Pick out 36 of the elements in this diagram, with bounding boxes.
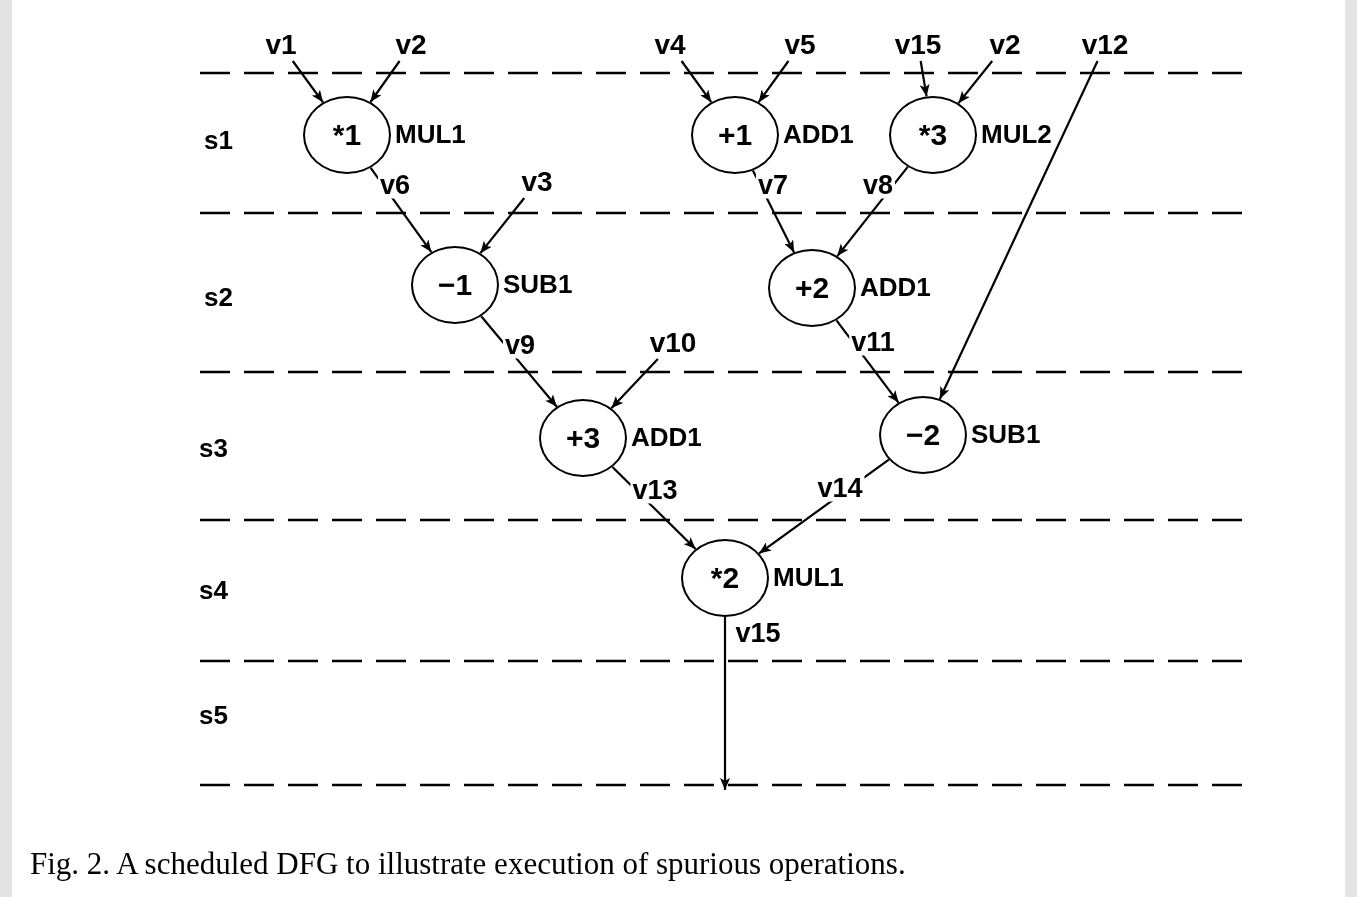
input-variable-label: v15 [894,31,942,59]
arrow [836,166,909,257]
arrow [938,60,1099,400]
functional-unit-label: SUB1 [971,421,1041,447]
functional-unit-label: MUL1 [773,564,844,590]
stage-label: s1 [204,127,233,153]
arrow [479,197,526,254]
arrow [680,60,713,103]
arrow [957,60,994,104]
functional-unit-label: ADD1 [783,121,854,147]
input-variable-label: v3 [521,168,553,196]
input-variable-label: v4 [654,31,686,59]
edge-label: v14 [815,474,865,502]
input-variable-label: v2 [395,31,427,59]
figure-caption: Fig. 2. A scheduled DFG to illustrate execution of spurious operations. [30,846,906,882]
stage-label: s2 [204,284,233,310]
functional-unit-label: MUL2 [981,121,1052,147]
input-variable-label: v10 [649,329,697,357]
arrow [720,617,730,790]
arrow [369,60,401,103]
arrow [610,358,659,409]
input-variable-label: v2 [989,31,1021,59]
functional-unit-label: ADD1 [860,274,931,300]
functional-unit-label: MUL1 [395,121,466,147]
functional-unit-label: ADD1 [631,424,702,450]
arrow [757,60,790,103]
input-variable-label: v5 [784,31,816,59]
input-variable-label: v12 [1081,31,1129,59]
stage-label: s4 [199,577,228,603]
stage-label: s5 [199,702,228,728]
stage-label: s3 [199,435,228,461]
edge-label: v7 [756,171,790,199]
input-variable-label: v1 [265,31,297,59]
arrow [919,60,930,97]
arrow [291,60,324,103]
functional-unit-label: SUB1 [503,271,573,297]
